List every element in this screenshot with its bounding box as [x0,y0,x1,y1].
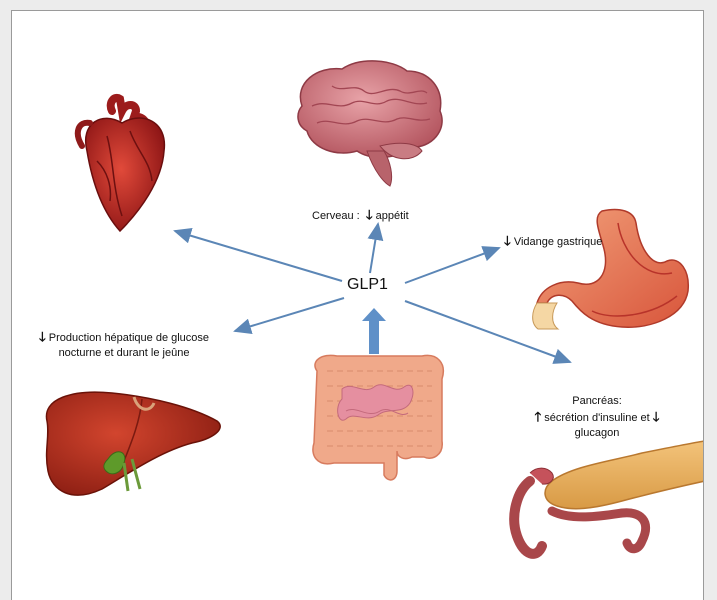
down-arrow-icon: 🡓 [366,207,373,222]
brain-organ-text: Cerveau [312,210,354,222]
liver-effect-label: 🡓 Production hépatique de glucose noctur… [18,329,230,361]
liver-line-1-text: Production hépatique de glucose [49,332,209,344]
pancreas-title: Pancréas: [512,394,682,409]
pancreas-line-2-text: sécrétion d'insuline et [544,412,649,424]
arrow-from-intestine [362,308,386,354]
diagram-artwork [12,11,704,600]
brain-separator: : [357,210,360,222]
pancreas-icon [514,441,704,554]
liver-line-1: 🡓 Production hépatique de glucose [18,329,230,346]
liver-icon [46,392,220,495]
up-arrow-icon: 🡑 [534,409,541,424]
pancreas-line-2: 🡑 sécrétion d'insuline et 🡓 [512,409,682,426]
brain-effect-text: appétit [376,210,409,222]
stomach-effect-label: 🡓 Vidange gastrique [504,233,602,250]
down-arrow-icon: 🡓 [504,233,511,248]
arrow-to-brain [370,224,378,273]
brain-icon [298,61,442,186]
pancreas-line-3: glucagon [512,426,682,441]
liver-line-2: nocturne et durant le jeûne [18,346,230,361]
arrow-to-heart [175,231,342,281]
diagram-panel: GLP1 Cerveau : 🡓 appétit 🡓 Vidange gastr… [11,10,704,600]
arrow-to-liver [235,298,344,331]
pancreas-effect-label: Pancréas: 🡑 sécrétion d'insuline et 🡓 gl… [512,394,682,441]
down-arrow-icon: 🡓 [653,409,660,424]
brain-effect-label: Cerveau : 🡓 appétit [312,207,409,224]
stomach-effect-text: Vidange gastrique [514,236,602,248]
down-arrow-icon: 🡓 [39,329,46,344]
stomach-icon [533,210,689,330]
arrow-to-stomach [405,248,499,283]
glp1-hub-label: GLP1 [347,276,388,294]
intestine-icon [313,355,443,480]
heart-icon [78,98,165,231]
